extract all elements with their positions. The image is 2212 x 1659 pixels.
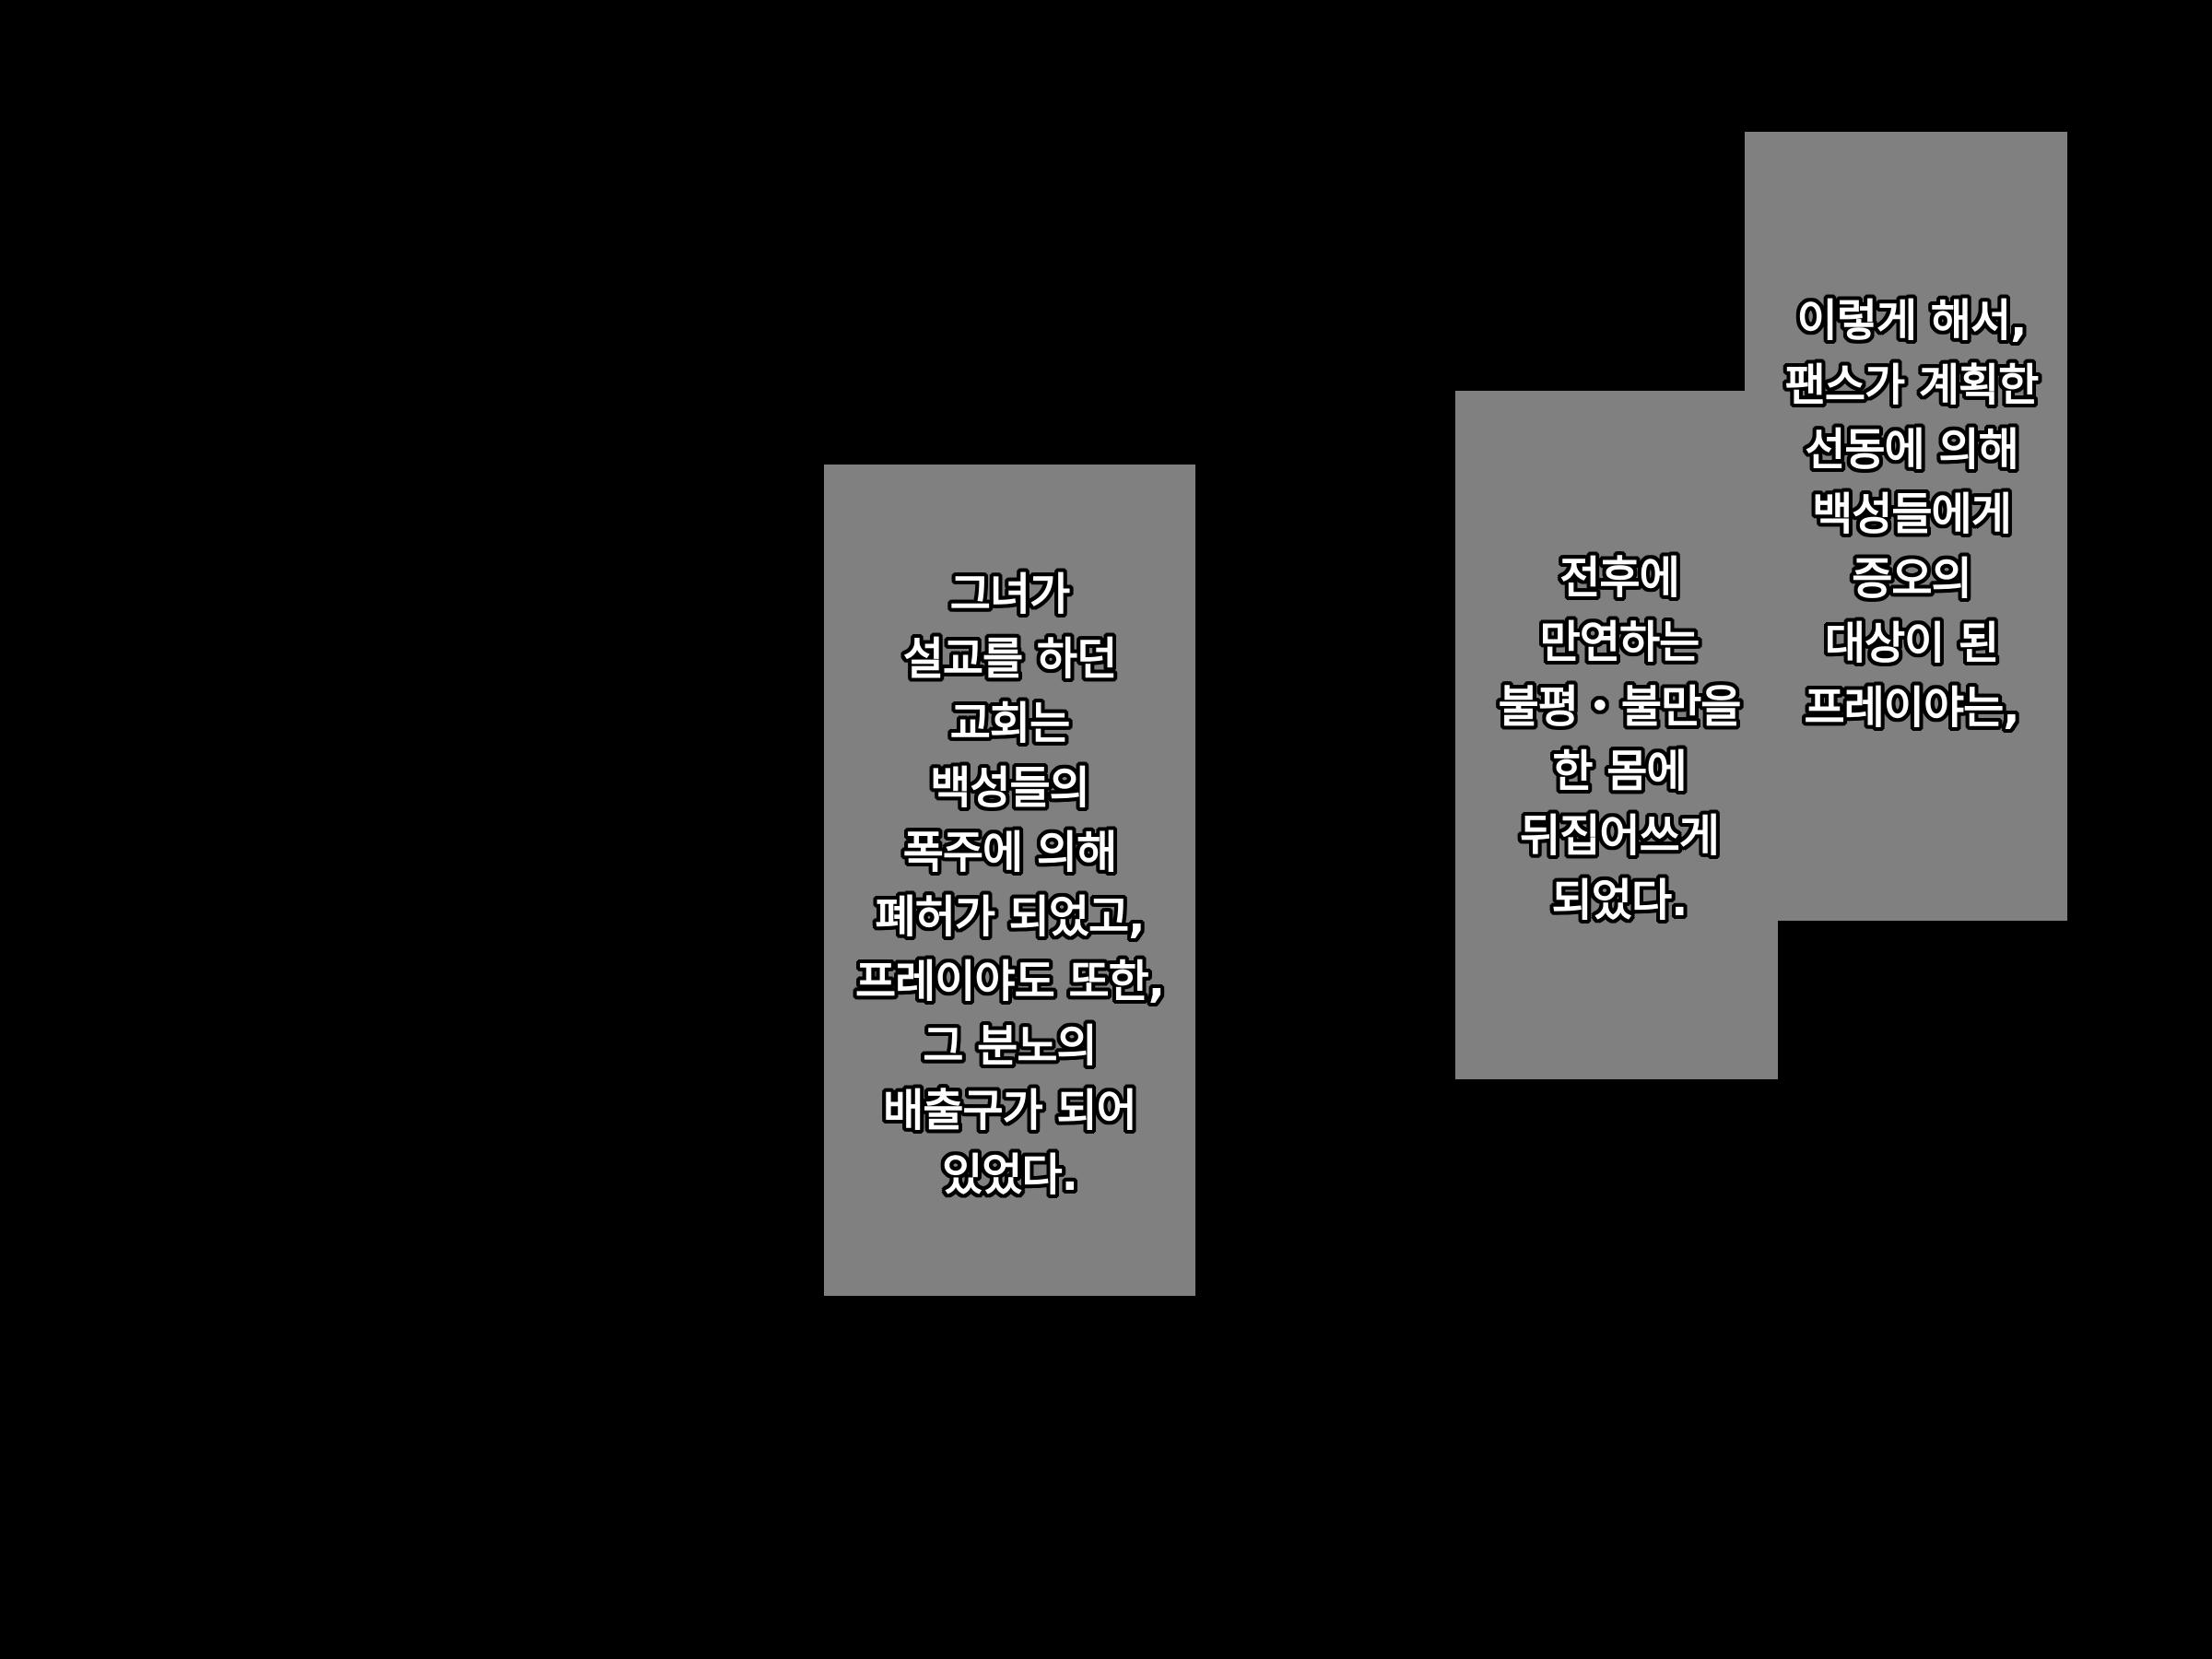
caption-line: 폐허가 되었고, bbox=[875, 891, 1146, 943]
caption-line: 팬스가 계획한 bbox=[1784, 359, 2040, 411]
caption-text-church: 그녀가 설교를 하던 교회는 백성들의 폭주에 의해 폐허가 되었고, 프레이야… bbox=[854, 562, 1165, 1207]
caption-text-incitement: 이렇게 해서, 팬스가 계획한 선동에 의해 백성들에게 증오의 대상이 된 프… bbox=[1784, 288, 2040, 740]
caption-box-church: 그녀가 설교를 하던 교회는 백성들의 폭주에 의해 폐허가 되었고, 프레이야… bbox=[824, 465, 1195, 1296]
caption-line: 프레이야도 또한, bbox=[854, 956, 1165, 1007]
caption-line: 전후에 bbox=[1559, 552, 1679, 604]
caption-line: 그녀가 bbox=[949, 569, 1070, 620]
caption-line: 있었다. bbox=[942, 1149, 1078, 1201]
caption-line: 백성들에게 bbox=[1812, 488, 2012, 540]
caption-line: 폭주에 의해 bbox=[902, 827, 1118, 878]
caption-line: 한 몸에 bbox=[1552, 746, 1687, 797]
caption-line: 불평・불만을 bbox=[1498, 681, 1742, 733]
caption-line: 백성들의 bbox=[930, 762, 1090, 814]
caption-line: 프레이야는, bbox=[1804, 682, 2019, 734]
caption-line: 그 분노의 bbox=[923, 1020, 1097, 1072]
caption-line: 증오의 bbox=[1852, 553, 1971, 605]
caption-line: 배출구가 되어 bbox=[883, 1085, 1137, 1136]
caption-box-incitement: 이렇게 해서, 팬스가 계획한 선동에 의해 백성들에게 증오의 대상이 된 프… bbox=[1745, 132, 2067, 921]
caption-line: 교회는 bbox=[949, 698, 1070, 749]
caption-box-postwar: 전후에 만연하는 불평・불만을 한 몸에 뒤집어쓰게 되었다. bbox=[1455, 391, 1778, 1079]
caption-line: 뒤집어쓰게 bbox=[1520, 810, 1720, 862]
caption-line: 대상이 된 bbox=[1824, 618, 1999, 669]
caption-line: 만연하는 bbox=[1539, 617, 1700, 668]
caption-text-postwar: 전후에 만연하는 불평・불만을 한 몸에 뒤집어쓰게 되었다. bbox=[1498, 546, 1742, 933]
caption-line: 되었다. bbox=[1551, 875, 1688, 926]
caption-line: 이렇게 해서, bbox=[1796, 295, 2028, 347]
caption-line: 선동에 의해 bbox=[1805, 424, 2019, 476]
caption-line: 설교를 하던 bbox=[902, 633, 1118, 685]
